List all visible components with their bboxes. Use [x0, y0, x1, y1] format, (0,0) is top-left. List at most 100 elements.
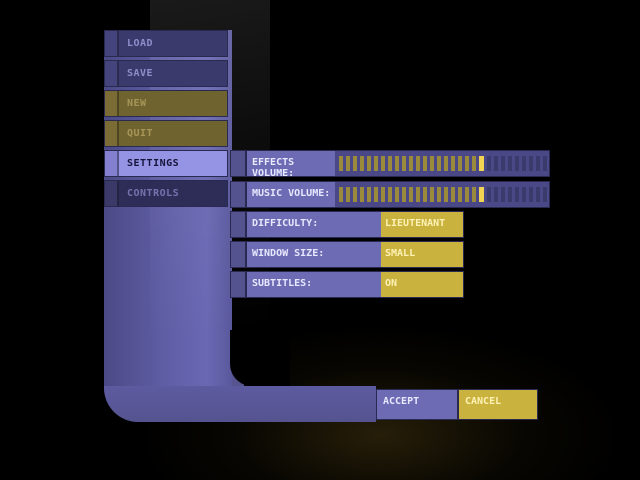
window-size-value-button[interactable]: SMALL	[381, 242, 463, 267]
menu-save-button[interactable]: SAVE	[104, 60, 228, 87]
slider-segment	[522, 156, 526, 171]
slider-segment	[465, 156, 469, 171]
slider-segment	[430, 156, 434, 171]
slider-knob[interactable]	[479, 156, 484, 171]
menu-load-button[interactable]: LOAD	[104, 30, 228, 57]
slider-segment	[444, 187, 448, 202]
slider-segment	[437, 156, 441, 171]
slider-segment	[543, 187, 547, 202]
slider-segment	[360, 156, 364, 171]
menu-settings-button[interactable]: SETTINGS	[104, 150, 228, 177]
effects-volume-label: EFFECTS VOLUME:	[247, 151, 335, 179]
slider-segment	[367, 187, 371, 202]
slider-segment	[381, 156, 385, 171]
slider-segment	[402, 156, 406, 171]
slider-segment	[515, 156, 519, 171]
slider-segment	[536, 156, 540, 171]
subtitles-row: SUBTITLES: ON	[230, 271, 464, 298]
slider-segment	[339, 156, 343, 171]
accept-button[interactable]: ACCEPT	[376, 389, 458, 420]
slider-segment	[360, 187, 364, 202]
music-volume-slider[interactable]	[335, 182, 549, 207]
music-volume-label: MUSIC VOLUME:	[247, 182, 335, 207]
slider-segment	[465, 187, 469, 202]
slider-segment	[416, 156, 420, 171]
slider-segment	[536, 187, 540, 202]
slider-knob[interactable]	[479, 187, 484, 202]
slider-segment	[543, 156, 547, 171]
button-tab	[105, 181, 119, 206]
slider-segment	[451, 156, 455, 171]
slider-segment	[346, 156, 350, 171]
slider-segment	[515, 187, 519, 202]
slider-segment	[508, 156, 512, 171]
menu-load-label: LOAD	[127, 38, 154, 49]
frame-left-bar	[104, 30, 232, 388]
row-tab	[231, 242, 247, 267]
button-tab	[105, 91, 119, 116]
difficulty-value-button[interactable]: LIEUTENANT	[381, 212, 463, 237]
menu-new-button[interactable]: NEW	[104, 90, 228, 117]
slider-segment	[353, 187, 357, 202]
slider-segment	[472, 187, 476, 202]
menu-quit-button[interactable]: QUIT	[104, 120, 228, 147]
frame-bottom-bar	[104, 386, 376, 422]
slider-segment	[374, 187, 378, 202]
subtitles-label: SUBTITLES:	[247, 272, 381, 297]
difficulty-label: DIFFICULTY:	[247, 212, 381, 237]
slider-segment	[416, 187, 420, 202]
slider-segment	[381, 187, 385, 202]
slider-segment	[409, 156, 413, 171]
slider-segment	[494, 156, 498, 171]
button-tab	[105, 31, 119, 56]
slider-segment	[423, 156, 427, 171]
slider-segment	[494, 187, 498, 202]
button-tab	[105, 151, 119, 176]
music-volume-row: MUSIC VOLUME:	[230, 181, 550, 208]
slider-segment	[388, 156, 392, 171]
slider-segment	[395, 187, 399, 202]
slider-segment	[529, 156, 533, 171]
slider-segment	[522, 187, 526, 202]
effects-volume-slider[interactable]	[335, 151, 549, 176]
cancel-button[interactable]: CANCEL	[458, 389, 538, 420]
row-tab	[231, 212, 247, 237]
window-size-label: WINDOW SIZE:	[247, 242, 381, 267]
menu-new-label: NEW	[127, 98, 147, 109]
slider-segment	[409, 187, 413, 202]
slider-segment	[430, 187, 434, 202]
slider-segment	[458, 156, 462, 171]
slider-segment	[458, 187, 462, 202]
slider-segment	[437, 187, 441, 202]
slider-segment	[444, 156, 448, 171]
subtitles-value-button[interactable]: ON	[381, 272, 463, 297]
slider-segment	[472, 156, 476, 171]
button-tab	[105, 121, 119, 146]
slider-segment	[451, 187, 455, 202]
menu-controls-button[interactable]: CONTROLS	[104, 180, 228, 207]
slider-segment	[339, 187, 343, 202]
slider-segment	[402, 187, 406, 202]
slider-segment	[395, 156, 399, 171]
effects-volume-row: EFFECTS VOLUME:	[230, 150, 550, 179]
slider-segment	[353, 156, 357, 171]
slider-segment	[501, 156, 505, 171]
slider-segment	[501, 187, 505, 202]
row-tab	[231, 182, 247, 207]
menu-save-label: SAVE	[127, 68, 154, 79]
row-tab	[231, 151, 247, 176]
slider-segment	[487, 187, 491, 202]
frame-inner-curve	[230, 330, 290, 386]
button-tab	[105, 61, 119, 86]
difficulty-row: DIFFICULTY: LIEUTENANT	[230, 211, 464, 238]
menu-controls-label: CONTROLS	[127, 188, 180, 199]
slider-segment	[374, 156, 378, 171]
slider-segment	[508, 187, 512, 202]
slider-segment	[423, 187, 427, 202]
menu-settings-label: SETTINGS	[127, 158, 180, 169]
slider-segment	[367, 156, 371, 171]
slider-segment	[529, 187, 533, 202]
menu-quit-label: QUIT	[127, 128, 154, 139]
slider-segment	[487, 156, 491, 171]
row-tab	[231, 272, 247, 297]
